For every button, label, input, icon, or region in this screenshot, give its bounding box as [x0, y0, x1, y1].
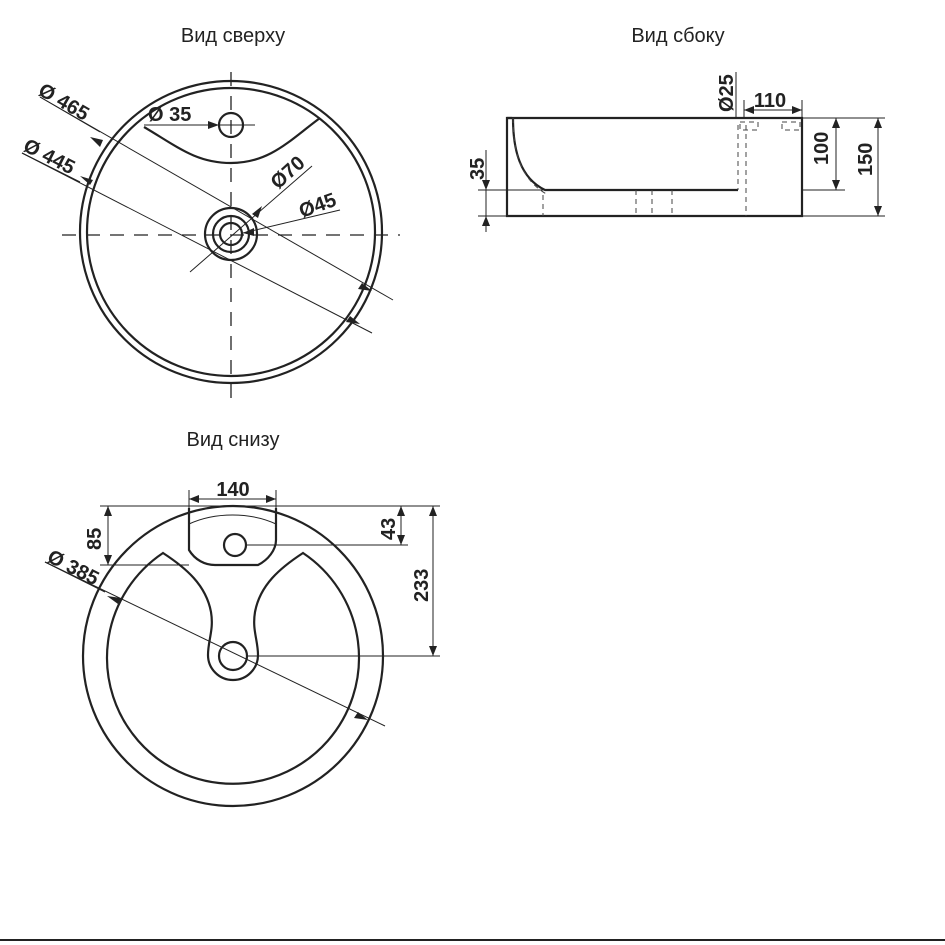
d465-underline	[39, 96, 101, 133]
d35-side-arrow-b	[482, 216, 490, 226]
bottom-tap-hole	[222, 532, 248, 558]
d465-label: Ø 465	[35, 79, 93, 125]
d25-label: Ø25	[716, 74, 738, 112]
d150-label: 150	[855, 143, 877, 176]
d110-arrow-b	[792, 106, 802, 114]
d85-arrow-b	[104, 555, 112, 565]
side-bowl-curve	[511, 117, 738, 192]
d445-label: Ø 445	[20, 135, 79, 179]
d43-label: 43	[378, 518, 400, 540]
d43-arrow-b	[397, 535, 405, 545]
d35-arrow	[208, 121, 219, 129]
d85-label: 85	[84, 528, 106, 550]
d110-arrow-a	[744, 106, 754, 114]
bottom-view: Вид снизу 140 85 43 233	[44, 429, 440, 808]
d233-arrow-b	[429, 646, 437, 656]
d100-arrow-b	[832, 180, 840, 190]
d150-arrow-b	[874, 206, 882, 216]
d45-label: Ø45	[296, 189, 339, 223]
d445-arrow-a	[80, 176, 93, 185]
d140-arrow-a	[189, 495, 199, 503]
d445-arrow-b	[346, 316, 360, 324]
d100-arrow-a	[832, 118, 840, 128]
d70-arrow	[252, 206, 262, 218]
bottom-foot-ring	[105, 551, 361, 785]
drain-inner-circle	[218, 221, 244, 247]
bottom-tap-platform-curve	[188, 514, 277, 525]
d70-label: Ø70	[267, 152, 310, 194]
side-overflow-slot	[781, 121, 801, 131]
d35-side-arrow-a	[482, 180, 490, 190]
side-view: Вид сбоку Ø25 110 100	[467, 25, 885, 232]
d70-leader	[189, 165, 313, 273]
d35-label: Ø 35	[148, 104, 191, 126]
d45-leader	[242, 209, 341, 234]
d140-arrow-b	[266, 495, 276, 503]
side-view-title: Вид сбоку	[631, 25, 724, 47]
d140-label: 140	[216, 479, 249, 501]
side-bowl-hidden	[512, 117, 549, 196]
inner-rim-circle	[85, 86, 377, 378]
d385-arrow-b	[354, 712, 368, 720]
outer-rim-circle	[78, 79, 384, 385]
bottom-view-title: Вид снизу	[187, 429, 280, 451]
d233-label: 233	[411, 569, 433, 602]
d385-leader	[44, 561, 386, 727]
d385-arrow-a	[107, 596, 121, 604]
top-view-title: Вид сверху	[181, 25, 285, 47]
d385-label: Ø 385	[44, 546, 103, 590]
side-outer-profile	[505, 116, 804, 218]
d100-label: 100	[811, 132, 833, 165]
d445-leader	[21, 152, 373, 334]
side-tap-slot	[739, 121, 759, 131]
d85-arrow-a	[104, 506, 112, 516]
d43-arrow-a	[397, 506, 405, 516]
d385-underline	[44, 561, 106, 593]
tap-platform-edge	[143, 117, 321, 165]
d445-underline	[21, 152, 81, 183]
top-view: Вид сверху Ø 465 Ø 445 Ø 35	[20, 25, 400, 405]
d465-arrow-b	[358, 283, 372, 291]
d110-label: 110	[754, 90, 786, 112]
d233-arrow-a	[429, 506, 437, 516]
d35-side-label: 35	[467, 158, 489, 180]
bottom-tap-platform	[187, 508, 278, 567]
bottom-drain-hole	[217, 640, 249, 672]
d465-arrow-a	[90, 137, 103, 147]
d150-arrow-a	[874, 118, 882, 128]
d45-arrow	[243, 228, 254, 236]
